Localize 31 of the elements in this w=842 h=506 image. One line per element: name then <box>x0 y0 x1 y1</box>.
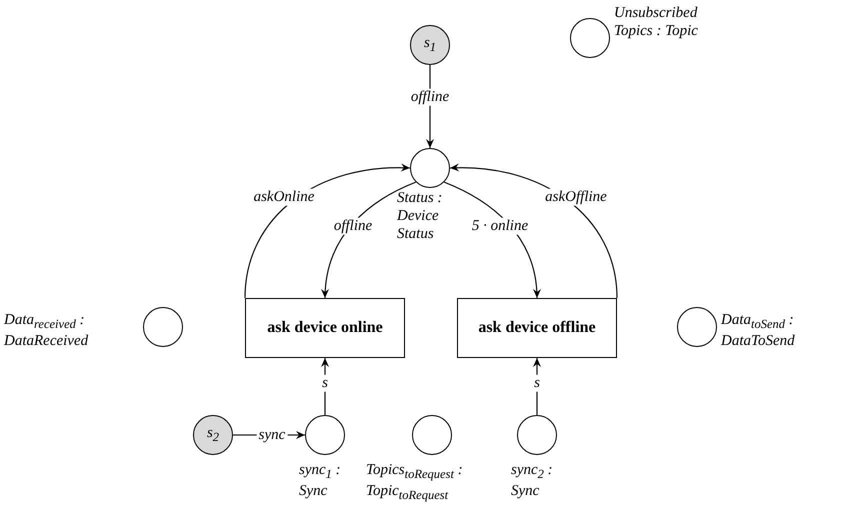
transition-box <box>245 298 405 358</box>
arrow <box>321 358 329 415</box>
place-circle <box>143 307 183 347</box>
place-circle <box>677 307 717 347</box>
place-label: sync$_{2}$ : Sync <box>511 461 554 500</box>
token-circle <box>193 415 233 455</box>
edge-label: offline <box>408 88 452 106</box>
edge-label: askOnline <box>252 188 316 206</box>
place-circle <box>305 415 345 455</box>
token-label: s$_{2}$ <box>206 425 220 445</box>
token-label: s$_{1}$ <box>424 35 436 55</box>
edge-label: offline <box>332 218 374 234</box>
place-circle <box>570 18 610 58</box>
place-label: Data$_{received}$ : DataReceived <box>4 311 90 350</box>
edge-label: askOffline <box>543 188 609 206</box>
transition-label: ask device offline <box>477 318 597 338</box>
place-circle <box>412 415 452 455</box>
place-label: Status : Device Status <box>397 189 444 243</box>
place-circle <box>410 148 450 188</box>
transition-box <box>457 298 617 358</box>
edge-label: s <box>320 374 330 392</box>
place-label: Topics$_{toRequest}$ : Topic$_{toRequest}$ <box>366 461 464 503</box>
edge-label: 5 · online <box>470 218 530 234</box>
edge-label: s <box>532 374 542 392</box>
place-circle <box>517 415 557 455</box>
arrow <box>533 358 541 415</box>
transition-label: ask device online <box>266 318 384 338</box>
token-circle <box>410 25 450 65</box>
place-label: Unsubscribed Topics : Topic <box>614 4 699 40</box>
place-label: sync$_{1}$ : Sync <box>299 461 342 500</box>
place-label: Data$_{toSend}$ : DataToSend <box>721 311 796 350</box>
